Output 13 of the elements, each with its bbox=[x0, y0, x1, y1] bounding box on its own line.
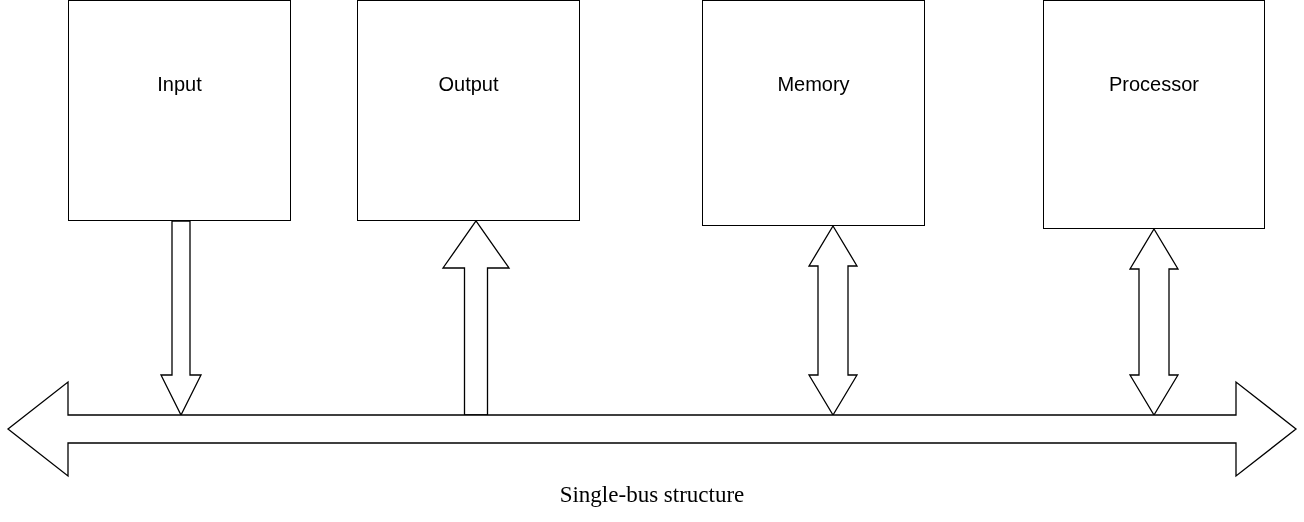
block-arrow bbox=[1128, 227, 1180, 417]
block-arrow bbox=[441, 219, 511, 416]
box-label: Output bbox=[437, 73, 500, 96]
box-label: Processor bbox=[1108, 73, 1200, 96]
component-box bbox=[1043, 0, 1265, 229]
caption: Single-bus structure bbox=[559, 482, 745, 507]
block-arrow bbox=[807, 224, 859, 417]
component-box bbox=[68, 0, 291, 221]
component-box bbox=[357, 0, 580, 221]
box-label: Input bbox=[156, 73, 203, 96]
component-box bbox=[702, 0, 925, 226]
block-arrow bbox=[159, 220, 203, 417]
box-label: Memory bbox=[776, 73, 851, 96]
